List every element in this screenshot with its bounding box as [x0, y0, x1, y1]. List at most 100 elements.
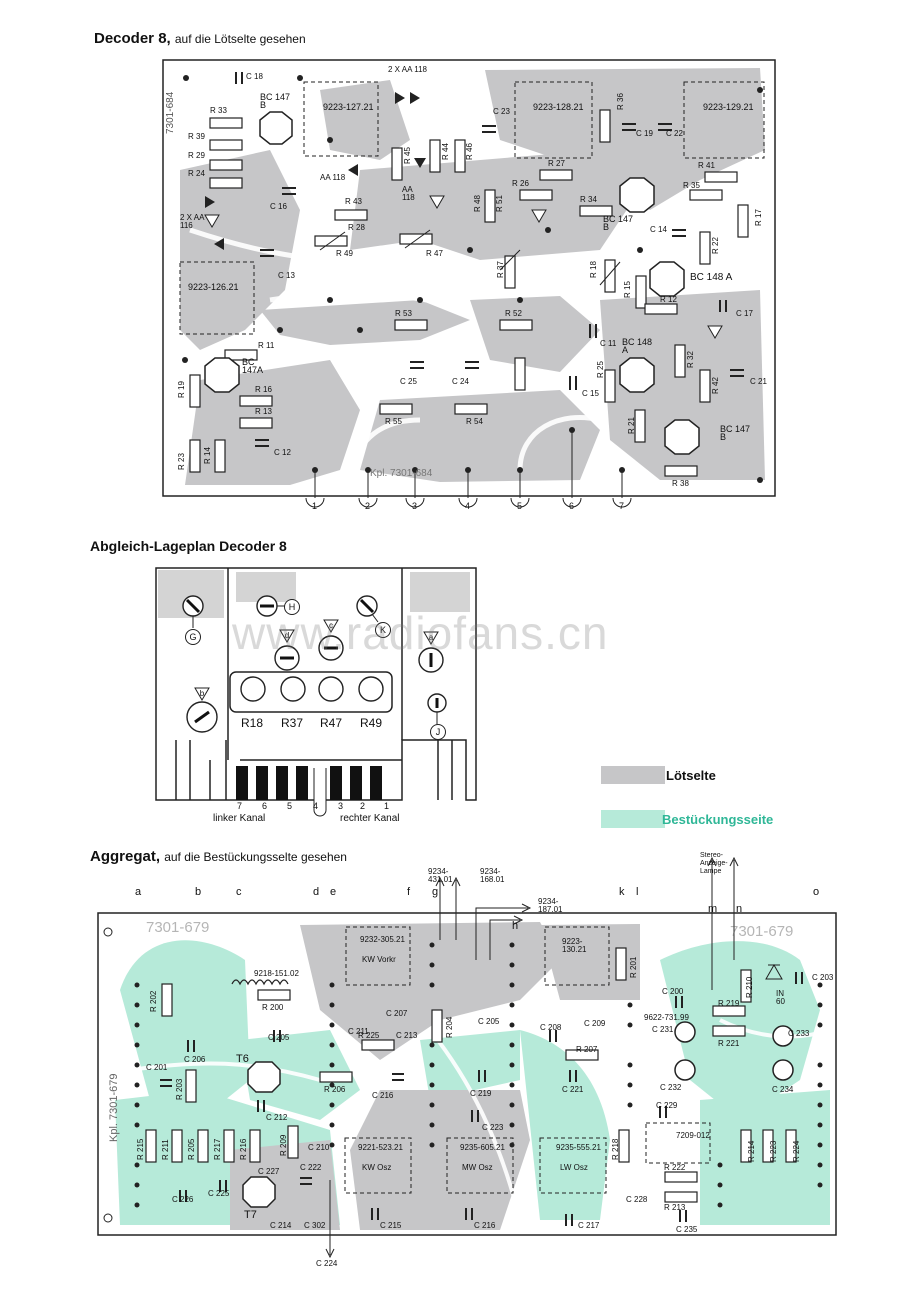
diode-label-1: 2 X AA 118	[388, 65, 427, 74]
legend-swatch-loetseite	[601, 766, 665, 784]
component-label: C 19	[636, 129, 653, 138]
component-label: C 205	[478, 1017, 500, 1026]
diode-label-in60: IN 60	[776, 989, 785, 1006]
component-label: R 12	[660, 295, 677, 304]
component-label: C 15	[582, 389, 599, 398]
aggregat-title: Aggregat, auf die Bestückungsselte geseh…	[90, 848, 347, 865]
component-label: C 17	[736, 309, 753, 318]
component-label: C 302	[304, 1221, 326, 1230]
component-label: R 218	[611, 1138, 620, 1160]
decoder-pads	[182, 75, 763, 483]
abgleich-pin-3: 3	[338, 801, 344, 811]
aggregat-col-m: m	[708, 903, 718, 915]
control-h[interactable]: H	[284, 599, 300, 615]
abgleich-title: Abgleich-Lageplan Decoder 8	[90, 538, 287, 554]
connector-label-2: 9234-168.01	[480, 867, 505, 884]
component-label: C 213	[396, 1031, 418, 1040]
component-label: C 216	[474, 1221, 496, 1230]
component-label: C 205	[268, 1033, 290, 1042]
decoder-pin-7: 7	[619, 501, 625, 511]
decoder-pin-5: 5	[517, 501, 523, 511]
diode-label-3: AA 118	[402, 185, 415, 202]
coil-label-2: 9223-128.21	[533, 102, 584, 112]
connector-label-3: 9234-187.01	[538, 897, 563, 914]
decoder-title: Decoder 8, auf die Lötselte gesehen	[94, 30, 306, 47]
lamp-label: Stereo-Anzeige-Lampe	[700, 852, 728, 875]
component-label: C 212	[266, 1113, 288, 1122]
pot-r37: R37	[281, 716, 304, 730]
triangle-c: c	[329, 621, 333, 630]
control-j[interactable]: J	[430, 724, 446, 740]
diode-label-2: AA 118	[320, 173, 346, 182]
pot-r47: R47	[320, 716, 343, 730]
component-label: C 223	[482, 1123, 504, 1132]
component-label: R 33	[210, 106, 227, 115]
transistor-label-3: BC 148 A	[690, 272, 733, 283]
legend-swatch-bestueckungsseite	[601, 810, 665, 828]
coil-label-mw-osz: 9235-605.21	[460, 1143, 505, 1152]
component-label: C 224	[316, 1259, 338, 1268]
component-label: R 217	[213, 1138, 222, 1160]
component-label: C 18	[246, 72, 263, 81]
component-label: C 228	[626, 1195, 648, 1204]
component-label: R 38	[672, 479, 689, 488]
component-label: R 224	[792, 1140, 801, 1162]
component-label: R 34	[580, 195, 597, 204]
abgleich-pin-4: 4	[313, 801, 319, 811]
aggregat-col-d: d	[313, 886, 320, 898]
coil-label-3: 9223-129.21	[703, 102, 754, 112]
coil-label-1: 9223-127.21	[323, 102, 374, 112]
component-label: C 211	[348, 1027, 369, 1036]
component-label: R 203	[175, 1078, 184, 1100]
component-label: C 11	[600, 339, 617, 348]
component-label: R 53	[395, 309, 412, 318]
component-label: R 219	[718, 999, 740, 1008]
aggregat-col-e: e	[330, 886, 337, 898]
transistor-t6: T6	[236, 1053, 249, 1065]
connector-label-1: 9234-431.01	[428, 867, 453, 884]
component-label: R 39	[188, 132, 205, 141]
coil-label-151: 9218-151.02	[254, 969, 299, 978]
component-label: C 12	[274, 448, 291, 457]
decoder-coil-boxes	[179, 81, 765, 335]
aggregat-col-g: g	[432, 886, 439, 898]
component-label: R 200	[262, 1003, 284, 1012]
triangle-b: b	[199, 689, 205, 698]
component-label: R 215	[136, 1138, 145, 1160]
component-label: C 210	[308, 1143, 330, 1152]
diode-label-4: 2 X AA 116	[180, 213, 205, 230]
component-label: R 47	[426, 249, 443, 258]
transistor-label-6: BC 147A	[242, 357, 264, 375]
coil-label-kw-vorkr: 9232-305.21	[360, 935, 405, 944]
component-label: R 29	[188, 151, 205, 160]
component-label: C 222	[300, 1163, 322, 1172]
component-label: R 205	[187, 1138, 196, 1160]
transistor-label-2: BC 147 B	[603, 214, 634, 232]
component-label: R 201	[629, 956, 638, 978]
component-label: C 231	[652, 1025, 674, 1034]
component-label: C 232	[660, 1083, 682, 1092]
decoder-transistors	[204, 111, 700, 455]
left-channel-label: linker Kanal	[213, 813, 266, 824]
component-label: C 227	[258, 1167, 280, 1176]
component-label: R 11	[258, 341, 275, 350]
aggregat-col-h: h	[512, 920, 519, 932]
pot-r18: R18	[241, 716, 264, 730]
component-label: C 24	[452, 377, 469, 386]
control-k[interactable]: K	[375, 622, 391, 638]
transistor-label-1: BC 147 B	[260, 92, 291, 110]
control-g[interactable]: G	[185, 629, 201, 645]
component-label: C 13	[278, 271, 295, 280]
component-label: R 55	[385, 417, 402, 426]
component-label: R 216	[239, 1138, 248, 1160]
component-label: R 209	[279, 1134, 288, 1156]
decoder-capacitors	[235, 72, 744, 447]
component-label: R 225	[358, 1031, 380, 1040]
decoder-pin-6: 6	[569, 501, 575, 511]
component-label: R 24	[188, 169, 205, 178]
decoder-resistors	[189, 109, 749, 477]
aggregat-subtitle: auf die Bestückungsselte gesehen	[164, 850, 347, 864]
component-label: C 209	[584, 1019, 606, 1028]
component-label: R 41	[698, 161, 715, 170]
component-label: R 28	[348, 223, 365, 232]
